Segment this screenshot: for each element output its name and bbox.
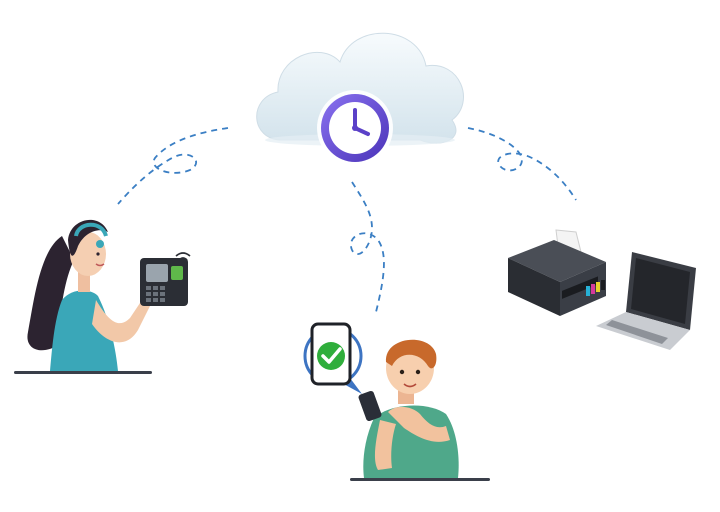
wifi-icon [175, 252, 191, 261]
cloud-node [256, 32, 464, 166]
checkmark-icon [317, 342, 345, 370]
printer-icon [508, 229, 606, 316]
handheld-phone [358, 390, 382, 422]
floor-line-left [14, 371, 152, 374]
laptop-icon [596, 252, 696, 350]
phone-check-bubble [303, 322, 363, 394]
biometric-node [14, 219, 191, 374]
link-cloud-to-biometric [117, 127, 229, 205]
floor-line-center [350, 478, 490, 481]
connector-links [117, 127, 577, 313]
clock-icon [317, 90, 393, 166]
link-cloud-to-office [467, 127, 577, 201]
mobile-node [303, 322, 490, 481]
office-node [508, 229, 696, 350]
fingerprint-scanner-icon [140, 252, 191, 306]
cloud-icon [256, 32, 464, 144]
woman-with-headset-illustration [27, 219, 150, 371]
link-cloud-to-mobile [350, 181, 385, 313]
boy-with-phone-illustration [358, 339, 459, 478]
ink-tanks [586, 280, 605, 296]
